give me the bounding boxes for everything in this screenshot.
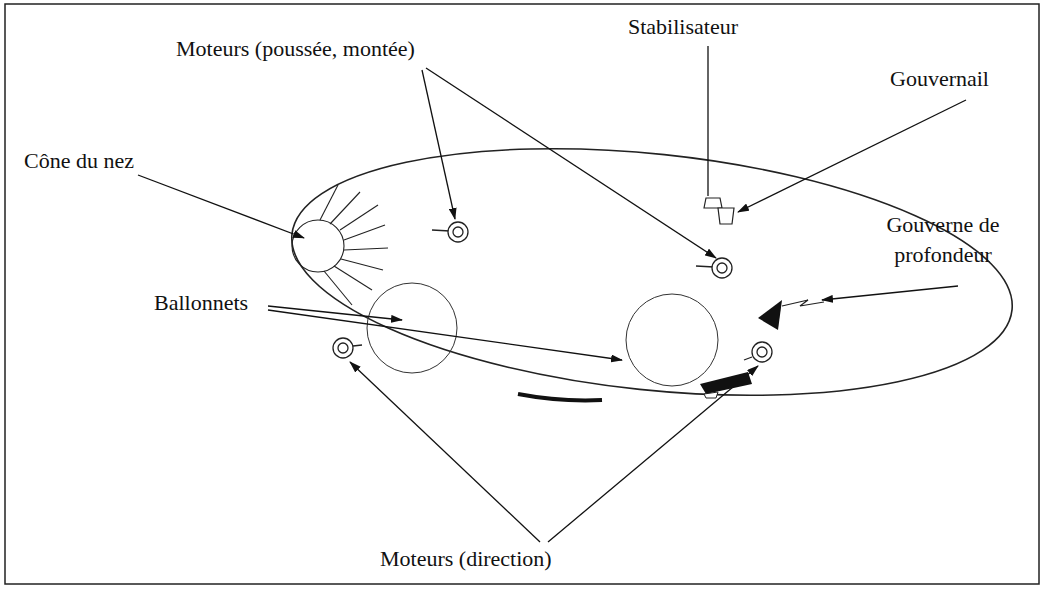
ballonnet <box>626 294 718 386</box>
engine <box>333 222 772 362</box>
elevator-label: Gouverne de profondeur <box>848 210 1038 270</box>
stabilizer-label: Stabilisateur <box>628 12 738 42</box>
rudder-label: Gouvernail <box>890 64 989 94</box>
lower-fin <box>700 372 752 394</box>
rudder <box>718 208 734 224</box>
ballonnet <box>367 283 457 373</box>
nose-cone-label: Cône du nez <box>24 146 134 176</box>
engine-label: Moteurs (poussée, montée) <box>176 34 415 64</box>
nose-cone <box>292 185 388 305</box>
gondola <box>518 394 602 400</box>
envelope <box>280 117 1025 427</box>
elevator <box>782 300 824 306</box>
ballonnet-label: Ballonnets <box>154 288 248 318</box>
elevator <box>758 300 782 330</box>
leader-line <box>138 46 966 542</box>
lower-fin <box>704 392 718 398</box>
frame <box>5 4 1039 584</box>
engine-label: Moteurs (direction) <box>380 544 552 574</box>
stabilizer <box>704 198 722 208</box>
